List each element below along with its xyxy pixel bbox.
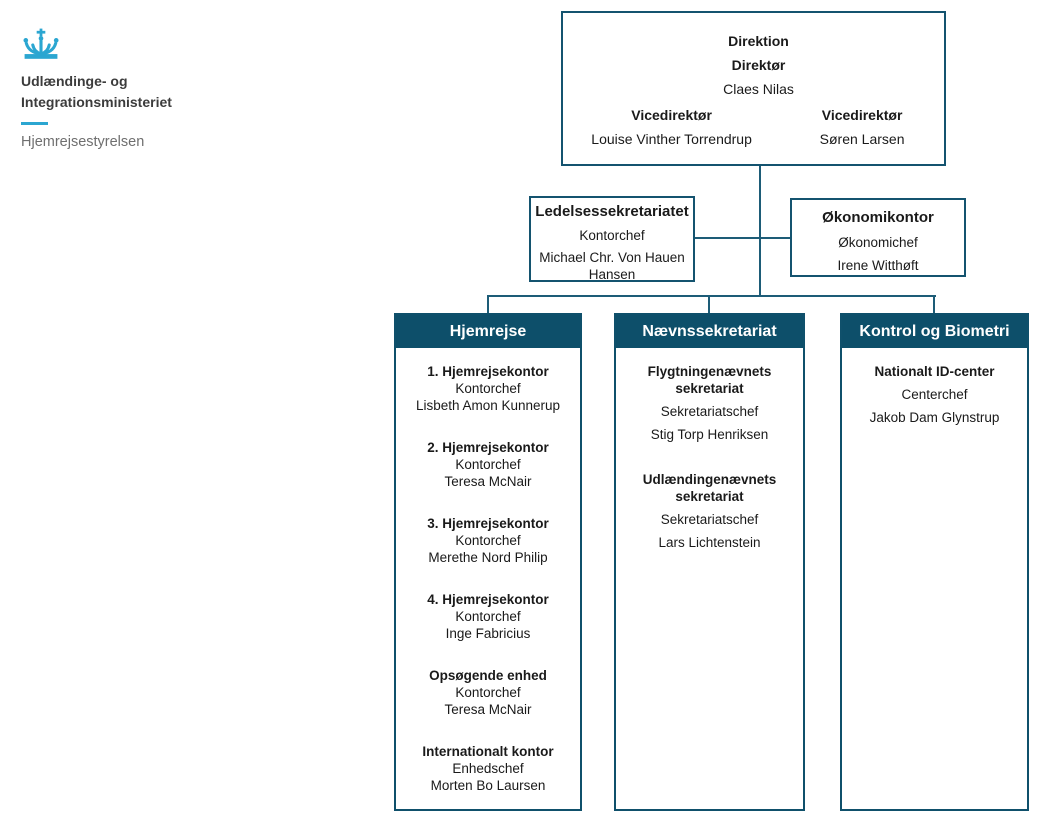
agency-name: Hjemrejsestyrelsen: [21, 134, 145, 150]
unit-role: Kontorchef: [455, 609, 521, 624]
unit-role: Kontorchef: [455, 533, 521, 548]
org-unit: 2. Hjemrejsekontor Kontorchef Teresa McN…: [396, 439, 580, 490]
unit-name: Lisbeth Amon Kunnerup: [415, 398, 561, 413]
deputies-row: Vicedirektør Louise Vinther Torrendrup V…: [563, 103, 944, 151]
unit-name: Teresa McNair: [444, 702, 532, 717]
unit-role: Kontorchef: [455, 457, 521, 472]
unit-role: Kontorchef: [455, 685, 521, 700]
column-header: Kontrol og Biometri: [842, 315, 1027, 348]
column-naevnssekretariat: Nævnssekretariat Flygtningenævnets sekre…: [614, 313, 805, 811]
deputy-right: Vicedirektør Søren Larsen: [780, 103, 944, 151]
unit-title: Udlændingenævnets sekretariat: [642, 472, 777, 504]
unit-name: Jakob Dam Glynstrup: [869, 410, 1000, 425]
deputy-left-name: Louise Vinther Torrendrup: [591, 131, 752, 147]
column-body: Nationalt ID-center Centerchef Jakob Dam…: [842, 348, 1027, 426]
unit-role: Kontorchef: [579, 228, 645, 243]
unit-title: Økonomikontor: [822, 209, 934, 226]
direktion-box: Direktion Direktør Claes Nilas Vicedirek…: [561, 11, 946, 166]
org-unit: Flygtningenævnets sekretariat Sekretaria…: [616, 363, 803, 443]
unit-role: Kontorchef: [455, 381, 521, 396]
connector-direktion-vertical: [759, 166, 761, 296]
unit-name: Michael Chr. Von Hauen Hansen: [539, 250, 685, 282]
connector-drop-naevnssekretariat: [708, 295, 710, 313]
unit-role: Centerchef: [901, 387, 968, 402]
crown-icon: [23, 28, 59, 59]
deputy-left: Vicedirektør Louise Vinther Torrendrup: [563, 103, 780, 151]
unit-name: Morten Bo Laursen: [430, 778, 546, 793]
direktion-title: Direktion: [728, 33, 789, 49]
org-unit: Opsøgende enhed Kontorchef Teresa McNair: [396, 667, 580, 718]
unit-name: Lars Lichtenstein: [658, 535, 761, 550]
director-name: Claes Nilas: [723, 81, 794, 97]
unit-title: Internationalt kontor: [422, 744, 554, 759]
unit-title: 3. Hjemrejsekontor: [427, 516, 549, 531]
org-unit: 1. Hjemrejsekontor Kontorchef Lisbeth Am…: [396, 363, 580, 414]
column-hjemrejse: Hjemrejse 1. Hjemrejsekontor Kontorchef …: [394, 313, 582, 811]
connector-drop-kontrol: [933, 295, 935, 313]
column-body: Flygtningenævnets sekretariat Sekretaria…: [616, 348, 803, 551]
director-role: Direktør: [731, 57, 786, 73]
unit-title: Ledelsessekretariatet: [535, 203, 689, 220]
org-unit: Internationalt kontor Enhedschef Morten …: [396, 743, 580, 794]
unit-name: Merethe Nord Philip: [428, 550, 548, 565]
org-unit: 4. Hjemrejsekontor Kontorchef Inge Fabri…: [396, 591, 580, 642]
unit-title: 4. Hjemrejsekontor: [427, 592, 549, 607]
column-body: 1. Hjemrejsekontor Kontorchef Lisbeth Am…: [396, 348, 580, 794]
org-unit: Udlændingenævnets sekretariat Sekretaria…: [616, 471, 803, 551]
unit-role: Sekretariatschef: [660, 404, 759, 419]
connector-branch-horizontal: [487, 295, 936, 297]
okonomikontor-box: Økonomikontor Økonomichef Irene Witthøft: [790, 198, 966, 277]
unit-title: Nationalt ID-center: [874, 364, 995, 379]
connector-drop-hjemrejse: [487, 295, 489, 313]
unit-title: 1. Hjemrejsekontor: [427, 364, 549, 379]
org-unit: 3. Hjemrejsekontor Kontorchef Merethe No…: [396, 515, 580, 566]
unit-name: Stig Torp Henriksen: [650, 427, 769, 442]
unit-name: Irene Witthøft: [837, 258, 919, 273]
ministry-logo: Udlændinge- og Integrationsministeriet H…: [21, 28, 251, 152]
column-header: Nævnssekretariat: [616, 315, 803, 348]
ministry-name-line1: Udlændinge- og: [21, 73, 128, 89]
logo-divider: [21, 122, 48, 125]
deputy-left-role: Vicedirektør: [631, 107, 712, 123]
ledelsessekretariatet-box: Ledelsessekretariatet Kontorchef Michael…: [529, 196, 695, 282]
unit-role: Enhedschef: [452, 761, 524, 776]
unit-name: Inge Fabricius: [445, 626, 531, 641]
unit-title: Flygtningenævnets sekretariat: [647, 364, 772, 396]
unit-title: 2. Hjemrejsekontor: [427, 440, 549, 455]
ministry-name: Udlændinge- og Integrationsministeriet: [21, 71, 251, 113]
unit-title: Opsøgende enhed: [429, 668, 547, 683]
unit-role: Sekretariatschef: [660, 512, 759, 527]
unit-name: Teresa McNair: [444, 474, 532, 489]
ministry-name-line2: Integrationsministeriet: [21, 94, 172, 110]
unit-role: Økonomichef: [838, 235, 918, 250]
deputy-right-name: Søren Larsen: [819, 131, 905, 147]
column-header: Hjemrejse: [396, 315, 580, 348]
column-kontrol-og-biometri: Kontrol og Biometri Nationalt ID-center …: [840, 313, 1029, 811]
org-unit: Nationalt ID-center Centerchef Jakob Dam…: [842, 363, 1027, 426]
connector-staff-horizontal: [695, 237, 791, 239]
deputy-right-role: Vicedirektør: [821, 107, 903, 123]
